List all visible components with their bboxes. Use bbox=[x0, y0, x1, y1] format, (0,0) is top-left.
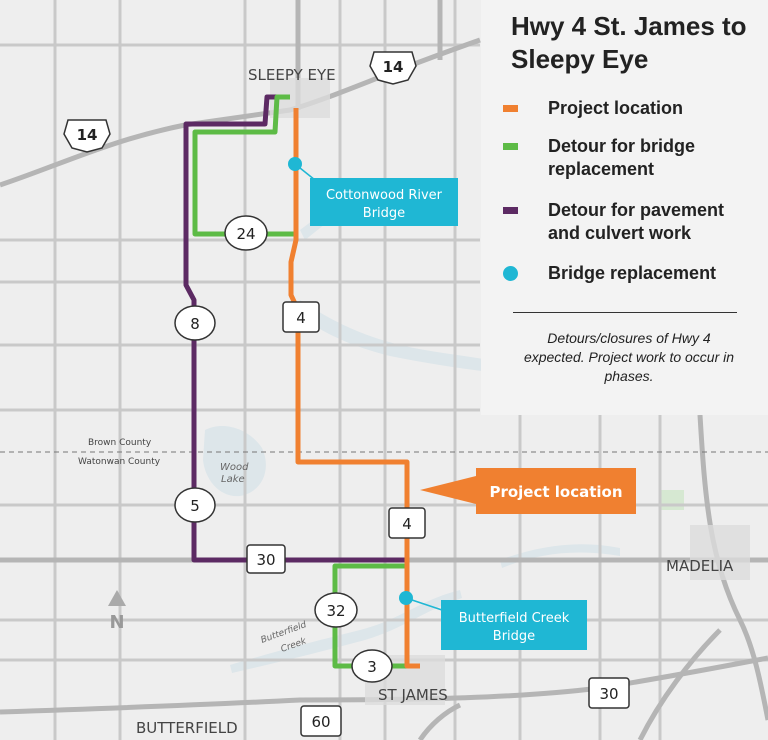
route-32-shield: 32 bbox=[314, 592, 358, 628]
small-pond bbox=[660, 490, 684, 510]
north-arrow: N bbox=[108, 590, 126, 633]
route-30-shield-east: 30 bbox=[588, 677, 630, 709]
legend-dot-bridge-replacement bbox=[503, 266, 518, 281]
svg-text:30: 30 bbox=[256, 551, 275, 569]
svg-text:24: 24 bbox=[236, 225, 255, 243]
cottonwood-callout-line-1: Cottonwood River bbox=[326, 188, 443, 203]
route-60-shield: 60 bbox=[300, 705, 342, 737]
wood-lake-label-1: Wood bbox=[220, 462, 249, 473]
route-24-shield: 24 bbox=[224, 215, 268, 251]
legend-swatch-bridge-detour bbox=[503, 143, 518, 150]
us14-shield-east: 14 bbox=[369, 51, 417, 85]
route-3-shield: 3 bbox=[351, 649, 393, 683]
cottonwood-callout[interactable]: Cottonwood River Bridge bbox=[310, 178, 458, 226]
route-8-shield: 8 bbox=[174, 305, 216, 341]
legend-swatch-pavement-detour bbox=[503, 207, 518, 214]
project-location-callout[interactable]: Project location bbox=[420, 468, 636, 514]
svg-text:14: 14 bbox=[77, 126, 98, 144]
svg-text:4: 4 bbox=[402, 515, 412, 533]
legend-label-bridge-detour: Detour for bridge replacement bbox=[548, 136, 695, 179]
butterfield-creek-water bbox=[230, 590, 462, 673]
hwy4-shield-north: 4 bbox=[282, 301, 320, 333]
east-creek bbox=[500, 544, 620, 568]
butterfield-callout-line-1: Butterfield Creek bbox=[459, 611, 570, 626]
legend-label-bridge-replacement: Bridge replacement bbox=[548, 263, 717, 283]
butterfield-leader bbox=[405, 597, 443, 611]
wood-lake-label-2: Lake bbox=[221, 474, 245, 485]
wood-lake bbox=[203, 426, 266, 497]
town-label-st-james: ST JAMES bbox=[378, 686, 448, 704]
svg-text:3: 3 bbox=[367, 658, 377, 676]
bridge-detour-north-route bbox=[192, 94, 298, 237]
route-5-shield: 5 bbox=[174, 487, 216, 523]
us14-shield-west: 14 bbox=[63, 119, 111, 153]
butterfield-callout-line-2: Bridge bbox=[493, 629, 535, 644]
legend-note: Detours/closures of Hwy 4 expected. Proj… bbox=[523, 330, 735, 384]
town-label-sleepy-eye: SLEEPY EYE bbox=[248, 66, 336, 84]
project-location-callout-label: Project location bbox=[489, 483, 622, 501]
svg-text:4: 4 bbox=[296, 309, 306, 327]
svg-text:N: N bbox=[109, 612, 124, 633]
legend-divider bbox=[513, 312, 737, 313]
svg-text:30: 30 bbox=[599, 685, 618, 703]
legend-label-project: Project location bbox=[548, 98, 684, 118]
legend-panel: Hwy 4 St. James to Sleepy Eye Project lo… bbox=[481, 0, 768, 415]
madelia-town bbox=[690, 525, 750, 580]
legend-swatch-project bbox=[503, 105, 518, 112]
county-label-watonwan: Watonwan County bbox=[78, 457, 161, 467]
svg-text:14: 14 bbox=[383, 58, 404, 76]
river-upper bbox=[295, 300, 490, 372]
cottonwood-callout-line-2: Bridge bbox=[363, 206, 405, 221]
svg-text:8: 8 bbox=[190, 315, 200, 333]
svg-text:60: 60 bbox=[311, 713, 330, 731]
town-label-butterfield: BUTTERFIELD bbox=[136, 719, 238, 737]
route-30-shield-west: 30 bbox=[246, 544, 286, 574]
butterfield-callout[interactable]: Butterfield Creek Bridge bbox=[441, 600, 587, 650]
svg-text:32: 32 bbox=[326, 602, 345, 620]
county-label-brown: Brown County bbox=[88, 438, 152, 448]
legend-label-pavement-detour: Detour for pavement and culvert work bbox=[548, 200, 725, 243]
cottonwood-leader bbox=[294, 163, 316, 181]
svg-text:5: 5 bbox=[190, 497, 200, 515]
town-label-madelia: MADELIA bbox=[666, 557, 734, 575]
map-title: Hwy 4 St. James to Sleepy Eye bbox=[511, 11, 747, 74]
hwy4-shield-south: 4 bbox=[388, 507, 426, 539]
